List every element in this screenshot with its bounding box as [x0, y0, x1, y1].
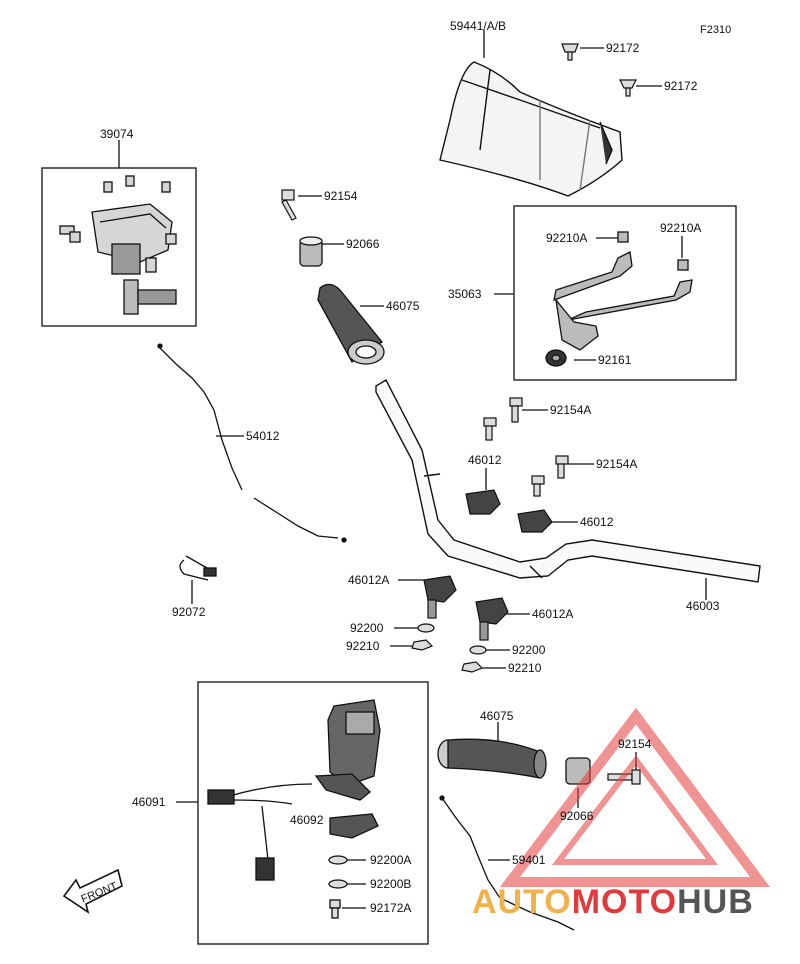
- label-46092: 46092: [290, 813, 324, 827]
- cable-54012-part: [157, 343, 347, 543]
- box-46091: [197, 681, 429, 945]
- label-92154A-mid: 92154A: [596, 457, 638, 471]
- label-59401: 59401: [512, 853, 546, 867]
- visor-part: [439, 61, 623, 197]
- label-46075-right: 46075: [480, 709, 514, 723]
- watermark-part1: AUTO: [472, 883, 572, 921]
- figure-id: F2310: [700, 24, 732, 36]
- label-54012: 54012: [246, 429, 280, 443]
- label-92066-right: 92066: [560, 809, 594, 823]
- front-arrow-icon: FRONT: [62, 868, 123, 914]
- box-35063: [513, 205, 737, 381]
- label-92200A: 92200A: [370, 853, 412, 867]
- label-92200-right: 92200: [512, 643, 546, 657]
- label-92066: 92066: [346, 237, 380, 251]
- cable-59401-part: [439, 795, 575, 931]
- watermark-logo: [499, 707, 770, 887]
- label-92172-mid: 92172: [664, 79, 698, 93]
- holder-46012A-icon: [423, 575, 509, 641]
- weight-92066-icon: [299, 236, 323, 267]
- bolt-92154-icon: [281, 189, 297, 221]
- label-46012-b: 46012: [580, 515, 614, 529]
- washer-nut-icons: [411, 623, 487, 673]
- holder-46012-icon: [465, 489, 553, 533]
- label-92072: 92072: [172, 605, 206, 619]
- label-46003: 46003: [686, 599, 720, 613]
- label-92200B: 92200B: [370, 877, 412, 891]
- handlebar-part: [375, 379, 761, 583]
- label-92172A: 92172A: [370, 901, 412, 915]
- throttle-case-part: [59, 175, 177, 315]
- label-39074: 39074: [100, 127, 134, 141]
- grip-left-part: [317, 283, 385, 365]
- switch-46091-part: [207, 699, 381, 919]
- label-46012-a: 46012: [468, 453, 502, 467]
- label-92210-left: 92210: [346, 639, 380, 653]
- label-92154: 92154: [324, 189, 358, 203]
- label-35063: 35063: [448, 287, 482, 301]
- band-92072-icon: [179, 555, 217, 581]
- watermark-part3: HUB: [677, 883, 754, 921]
- bracket-35063-part: [545, 231, 693, 367]
- label-92154-right: 92154: [618, 737, 652, 751]
- label-46012A-right: 46012A: [532, 607, 574, 621]
- label-92210A-left: 92210A: [546, 231, 588, 245]
- label-46012A-left: 46012A: [348, 573, 390, 587]
- label-46075-left: 46075: [386, 299, 420, 313]
- label-92154A-top: 92154A: [550, 403, 592, 417]
- label-92161: 92161: [598, 353, 632, 367]
- bolt-92154A-icon: [483, 397, 569, 497]
- label-46091: 46091: [132, 795, 166, 809]
- grip-right-part: [437, 738, 547, 779]
- screw-92172-icon: [561, 43, 637, 97]
- label-92172-top: 92172: [606, 41, 640, 55]
- label-92210A-right: 92210A: [660, 221, 702, 235]
- label-92210-right: 92210: [508, 661, 542, 675]
- watermark-text: AUTOMOTOHUB: [472, 884, 754, 920]
- label-92200-left: 92200: [350, 621, 384, 635]
- watermark-part2: MOTO: [571, 883, 678, 921]
- label-59441: 59441/A/B: [450, 19, 507, 33]
